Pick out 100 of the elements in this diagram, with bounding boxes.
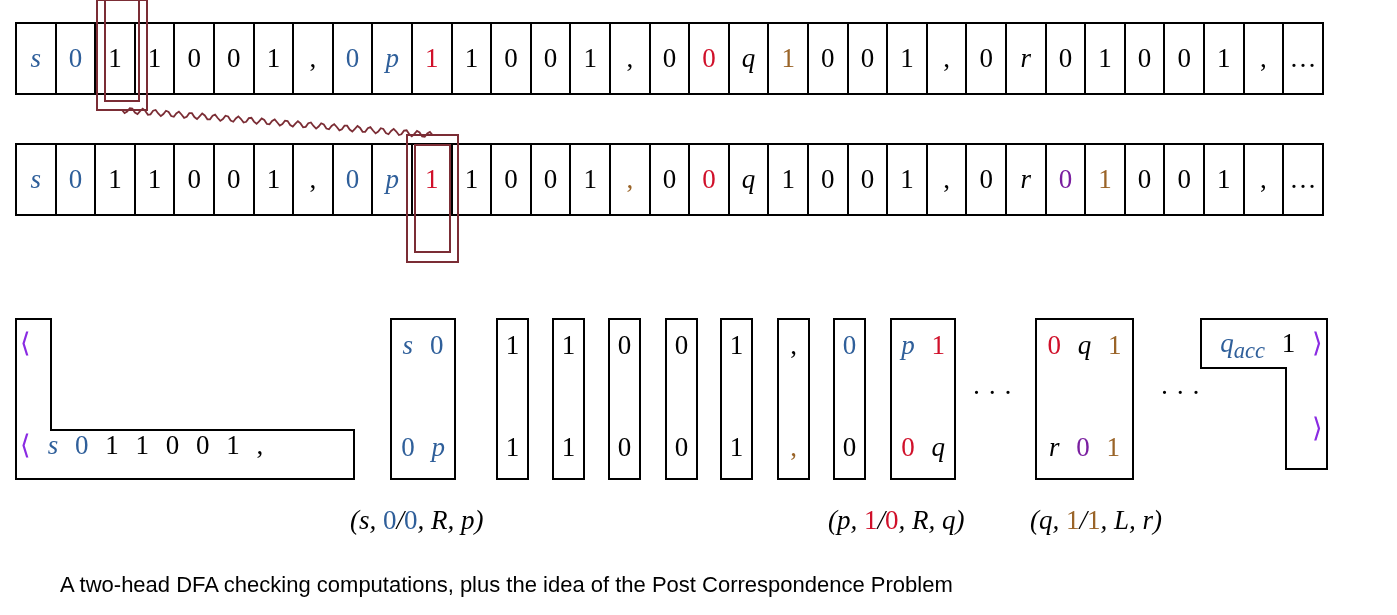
- tape-cell: ,: [1242, 143, 1285, 216]
- domino-text: ⟨ s 0 1 1 0 0 1 ,: [19, 430, 265, 460]
- domino-text: r 0 1: [1048, 432, 1121, 462]
- tape-cell: …: [1282, 22, 1324, 95]
- domino-text: p 1: [898, 330, 946, 360]
- domino-text: 0: [616, 432, 633, 462]
- domino-text: 0 q: [900, 432, 946, 462]
- tape-cell: 0: [1123, 143, 1166, 216]
- tape-cell: ,: [925, 22, 968, 95]
- tape-cell: r: [1005, 143, 1047, 216]
- tape-cell: 0: [1163, 143, 1205, 216]
- tape-cell: 0: [331, 143, 374, 216]
- domino-card: [1035, 318, 1134, 480]
- tape-cell: 0: [529, 143, 572, 216]
- head-marker: [96, 0, 148, 111]
- caption: A two-head DFA checking computations, plus the idea of the Post Correspondence Problem: [60, 572, 953, 598]
- tape-cell: 1: [1084, 22, 1126, 95]
- tape-cell: 0: [490, 143, 532, 216]
- tape-cell: 1: [450, 22, 493, 95]
- tape-cell: 1: [1203, 143, 1245, 216]
- tape-cell: ,: [609, 22, 651, 95]
- transition-label: (s, 0/0, R, p): [350, 505, 484, 536]
- tape-cell: 0: [490, 22, 532, 95]
- domino-text: ⟨: [19, 328, 32, 358]
- tape-cell: 0: [846, 143, 889, 216]
- tape-cell: 1: [133, 143, 176, 216]
- tape-cell: 0: [965, 22, 1007, 95]
- domino-text: ,: [789, 330, 798, 360]
- tape-cell: ,: [925, 143, 968, 216]
- tape-cell: 0: [54, 22, 97, 95]
- domino-text: 1: [728, 432, 745, 462]
- domino-card: [1200, 318, 1328, 470]
- domino-text: ⟩: [1311, 413, 1324, 443]
- domino-card: [552, 318, 585, 480]
- domino-text: 0: [841, 330, 858, 360]
- tape-cell: 0: [529, 22, 572, 95]
- domino-text: 0: [616, 330, 633, 360]
- tape-cell: 0: [648, 143, 691, 216]
- tape-cell: 1: [411, 22, 453, 95]
- domino-text: s 0: [401, 330, 445, 360]
- tape-cell: 1: [94, 143, 136, 216]
- tape-cell: ,: [292, 22, 334, 95]
- tape-cell: s: [15, 143, 57, 216]
- tape-cell: 0: [54, 143, 97, 216]
- transition-label: (p, 1/0, R, q): [828, 505, 965, 536]
- tape-cell: r: [1005, 22, 1047, 95]
- tape-cell: 1: [886, 143, 928, 216]
- tape-cell: 0: [807, 22, 849, 95]
- tape-cell: 0: [1044, 22, 1087, 95]
- tape-cell: 1: [252, 143, 295, 216]
- domino-card: [890, 318, 956, 480]
- domino-text: q$_{acc}$ 1 ⟩: [1219, 328, 1324, 366]
- tape-cell: 0: [688, 143, 730, 216]
- domino-text: 1: [504, 432, 521, 462]
- tape-cell: ,: [292, 143, 334, 216]
- domino-card: [665, 318, 698, 480]
- ellipsis: · · ·: [1160, 378, 1201, 409]
- domino-text: 0 q 1: [1046, 330, 1123, 360]
- domino-card: [608, 318, 641, 480]
- tape-cell: q: [727, 22, 770, 95]
- domino-text: 1: [504, 330, 521, 360]
- tape-cell: 1: [569, 22, 611, 95]
- tape-cell: ,: [609, 143, 651, 216]
- ellipsis: · · ·: [972, 378, 1013, 409]
- domino-card: [390, 318, 456, 480]
- tape-cell: 0: [807, 143, 849, 216]
- tape-cell: 0: [1044, 143, 1087, 216]
- tape-cell: p: [371, 22, 413, 95]
- tape-cell: 0: [965, 143, 1007, 216]
- tape-cell: 0: [331, 22, 374, 95]
- tape-cell: 1: [252, 22, 295, 95]
- domino-text: 0: [673, 330, 690, 360]
- tape-cell: 1: [1084, 143, 1126, 216]
- tape-cell: 0: [1123, 22, 1166, 95]
- domino-text: 1: [560, 432, 577, 462]
- domino-text: 0 p: [400, 432, 446, 462]
- domino-text: ,: [789, 432, 798, 462]
- domino-card: [720, 318, 753, 480]
- tape-cell: 1: [1203, 22, 1245, 95]
- domino-text: 1: [560, 330, 577, 360]
- domino-card: [496, 318, 529, 480]
- tape-cell: 0: [688, 22, 730, 95]
- tape-cell: p: [371, 143, 413, 216]
- tape-cell: 0: [213, 143, 255, 216]
- domino-card: [777, 318, 810, 480]
- tape-cell: 0: [173, 22, 215, 95]
- tape-cell: q: [727, 143, 770, 216]
- head-marker: [406, 134, 459, 263]
- tape-cell: 0: [213, 22, 255, 95]
- wavy-line: [121, 107, 434, 138]
- tape-cell: ,: [1242, 22, 1285, 95]
- tape-cell: 0: [648, 22, 691, 95]
- domino-text: 1: [728, 330, 745, 360]
- domino-card: [15, 318, 355, 480]
- tape-cell: 0: [173, 143, 215, 216]
- tape-cell: 1: [569, 143, 611, 216]
- tape-cell: s: [15, 22, 57, 95]
- tape-cell: …: [1282, 143, 1324, 216]
- domino-text: 0: [841, 432, 858, 462]
- transition-label: (q, 1/1, L, r): [1030, 505, 1163, 536]
